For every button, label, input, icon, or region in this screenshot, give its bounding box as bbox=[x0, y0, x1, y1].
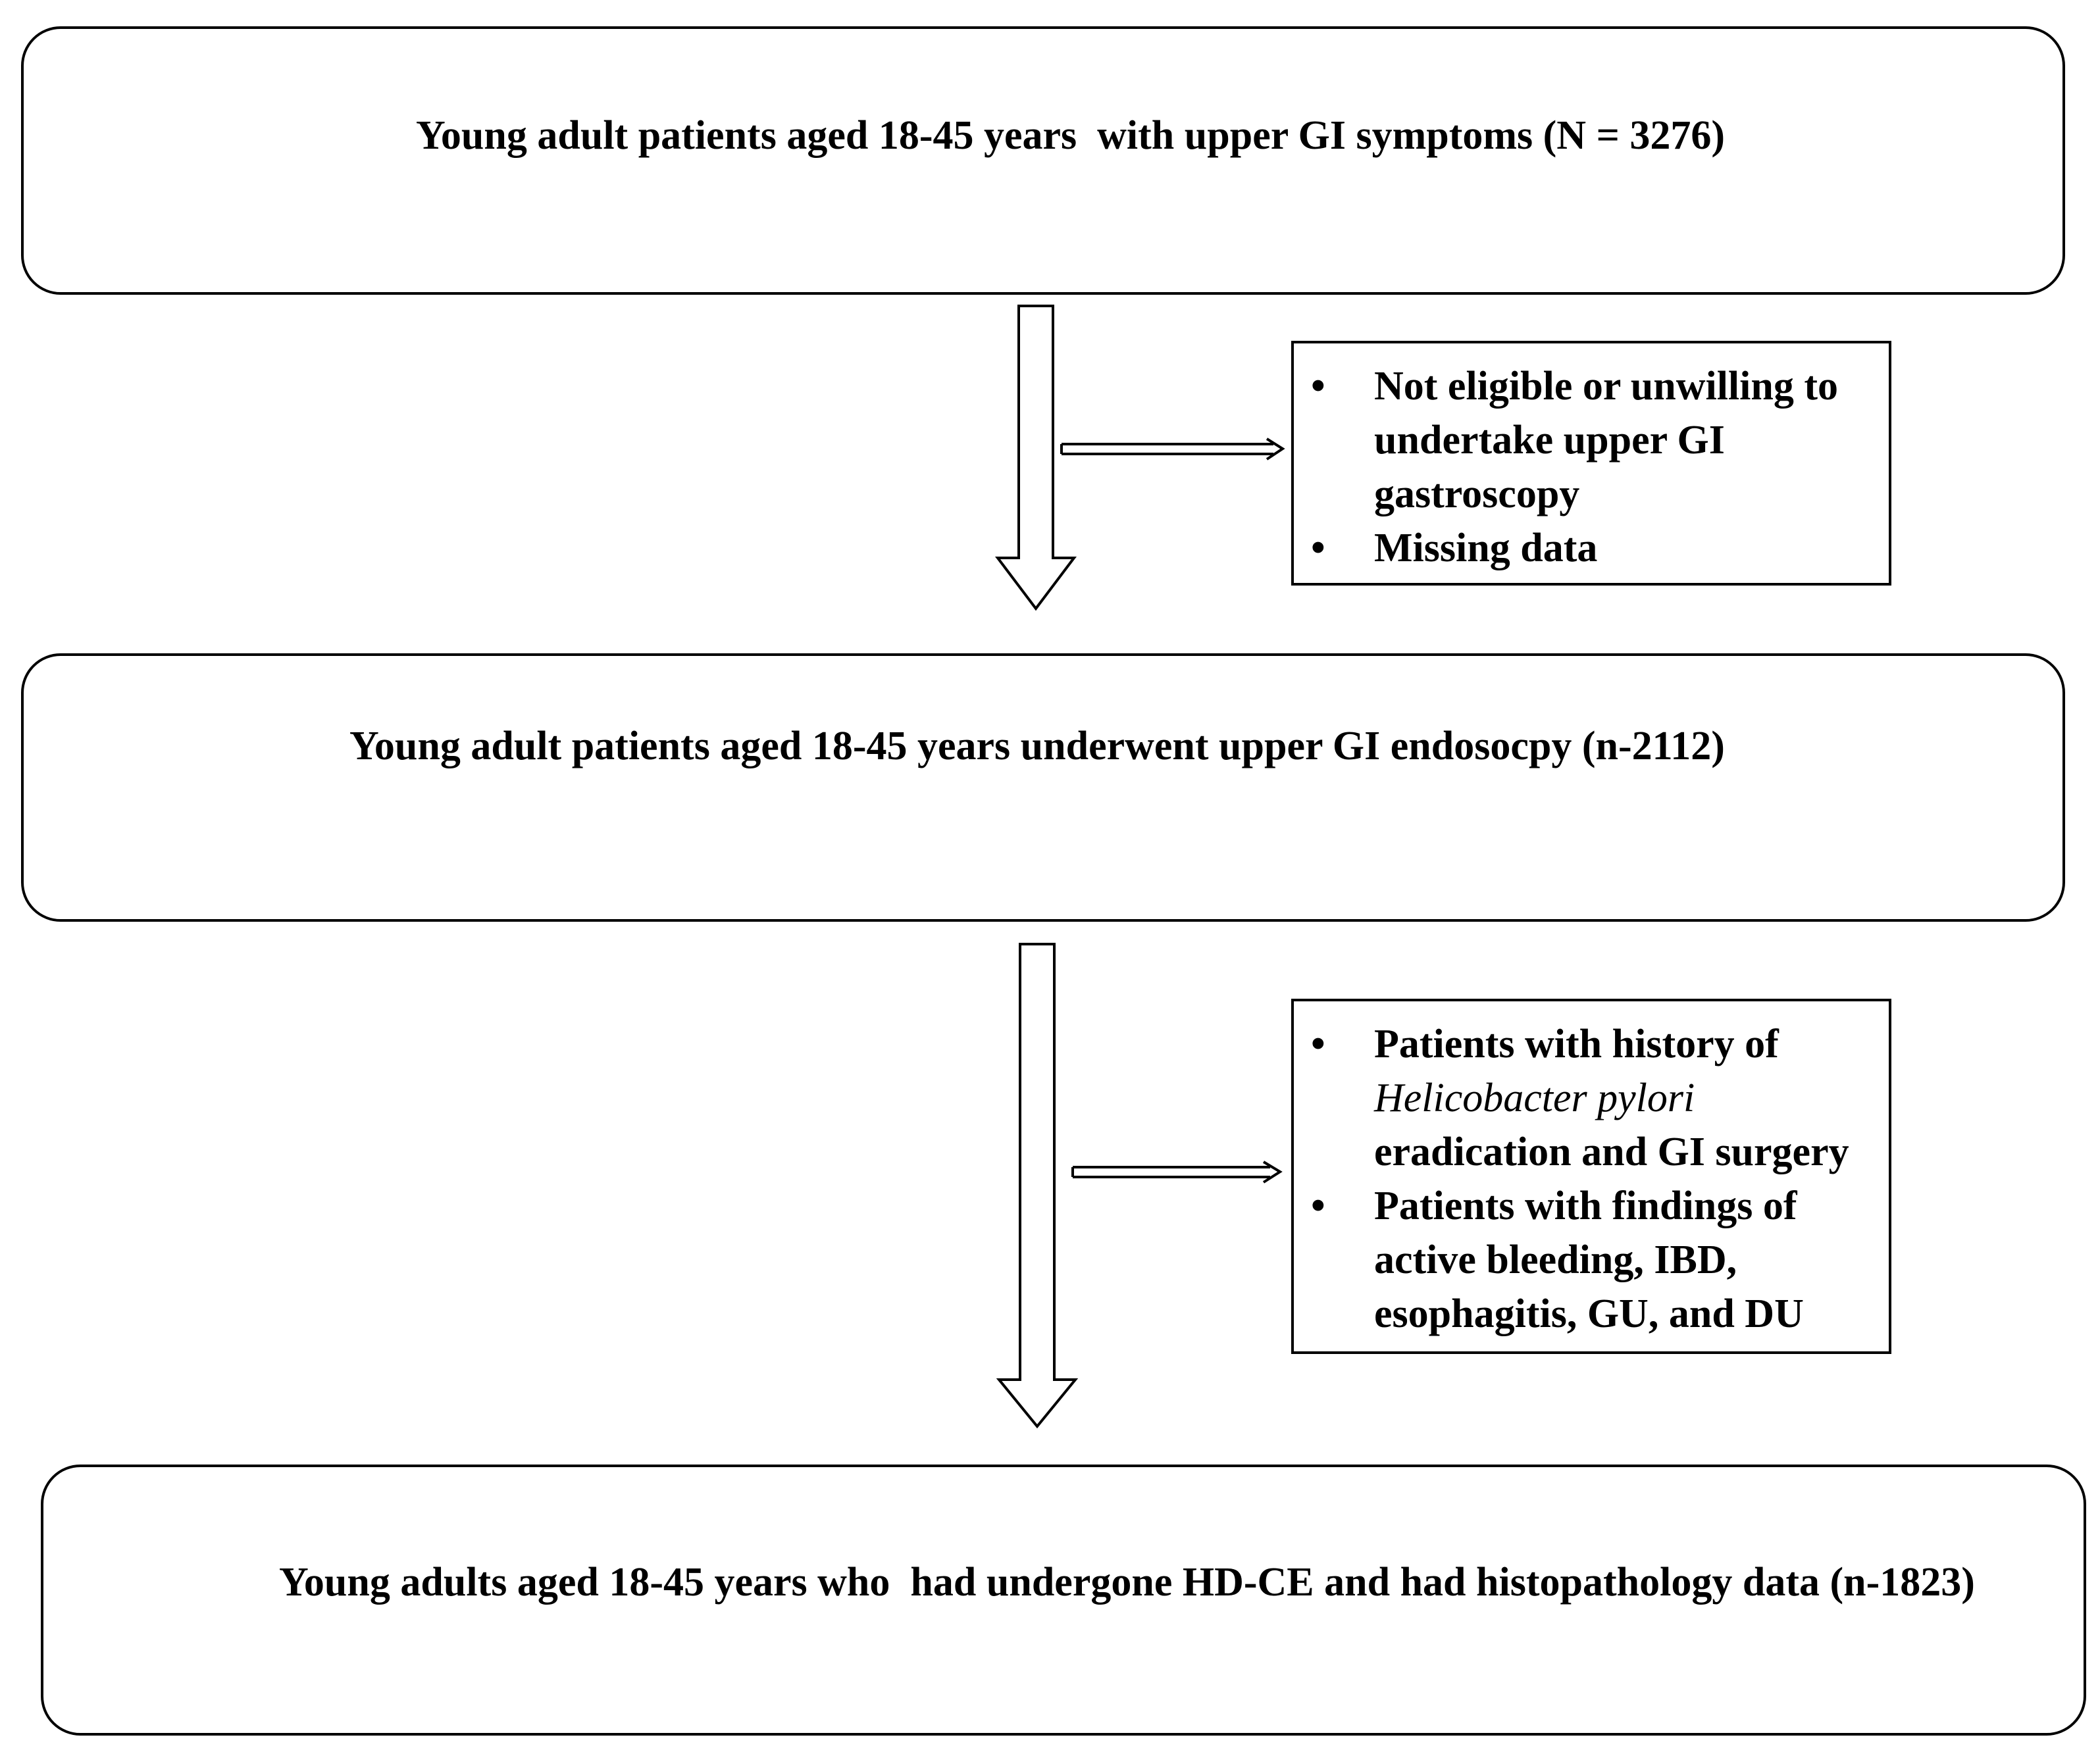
down-arrow-2 bbox=[996, 943, 1079, 1429]
exclusion1-item-1: Not eligible or unwilling to undertake u… bbox=[1294, 359, 1848, 521]
stage2-text: Young adult patients aged 18-45 years un… bbox=[349, 724, 1725, 768]
exclusion2-item-1-part2: eradication and GI surgery bbox=[1374, 1130, 1849, 1174]
exclusion2-item-1: Patients with history of Helicobacter py… bbox=[1294, 1017, 1889, 1179]
exclusion1-box: Not eligible or unwilling to undertake u… bbox=[1291, 341, 1891, 586]
down-arrow-1 bbox=[994, 305, 1077, 611]
stage1-box: Young adult patients aged 18-45 years wi… bbox=[21, 26, 2065, 295]
stage1-text: Young adult patients aged 18-45 years wi… bbox=[416, 113, 1726, 158]
exclusion1-item-2: Missing data bbox=[1294, 521, 1889, 575]
exclusion2-item-1-italic: Helicobacter pylori bbox=[1374, 1076, 1695, 1120]
stage3-text: Young adults aged 18-45 years who had un… bbox=[279, 1560, 1975, 1605]
right-arrow-1 bbox=[1060, 438, 1285, 461]
stage2-box: Young adult patients aged 18-45 years un… bbox=[21, 653, 2065, 922]
right-arrow-2 bbox=[1071, 1161, 1283, 1184]
exclusion2-item-2: Patients with findings of active bleedin… bbox=[1294, 1179, 1835, 1341]
exclusion2-box: Patients with history of Helicobacter py… bbox=[1291, 999, 1891, 1354]
stage3-box: Young adults aged 18-45 years who had un… bbox=[41, 1465, 2086, 1736]
exclusion2-item-1-part1: Patients with history of bbox=[1374, 1022, 1779, 1066]
